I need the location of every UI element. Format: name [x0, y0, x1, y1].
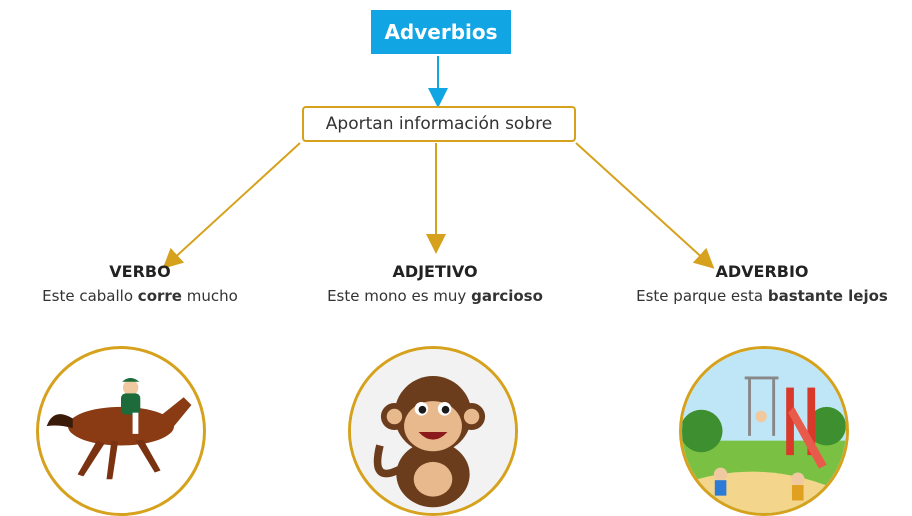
- title-box: Adverbios: [371, 10, 511, 54]
- racehorse-image: [36, 346, 206, 516]
- monkey-image: [348, 346, 518, 516]
- highlight-verbo: corre: [137, 287, 182, 305]
- sentence-adjetivo: Este mono es muy garcioso: [327, 287, 543, 305]
- subtitle-box: Aportan información sobre: [302, 106, 576, 142]
- column-adjetivo: ADJETIVO Este mono es muy garcioso: [285, 262, 585, 305]
- heading-adjetivo: ADJETIVO: [392, 262, 478, 281]
- heading-verbo: VERBO: [109, 262, 171, 281]
- column-verbo: VERBO Este caballo corre mucho: [0, 262, 290, 305]
- playground-image: [679, 346, 849, 516]
- connector-arrows: [162, 56, 715, 269]
- sentence-adverbio: Este parque esta bastante lejos: [636, 287, 888, 305]
- highlight-adverbio: bastante lejos: [767, 287, 888, 305]
- highlight-adjetivo: garcioso: [471, 287, 543, 305]
- column-adverbio: ADVERBIO Este parque esta bastante lejos: [612, 262, 912, 305]
- heading-adverbio: ADVERBIO: [715, 262, 809, 281]
- arrow-to-adverbio: [575, 142, 715, 269]
- sentence-verbo: Este caballo corre mucho: [42, 287, 238, 305]
- arrow-to-verbo: [162, 142, 301, 269]
